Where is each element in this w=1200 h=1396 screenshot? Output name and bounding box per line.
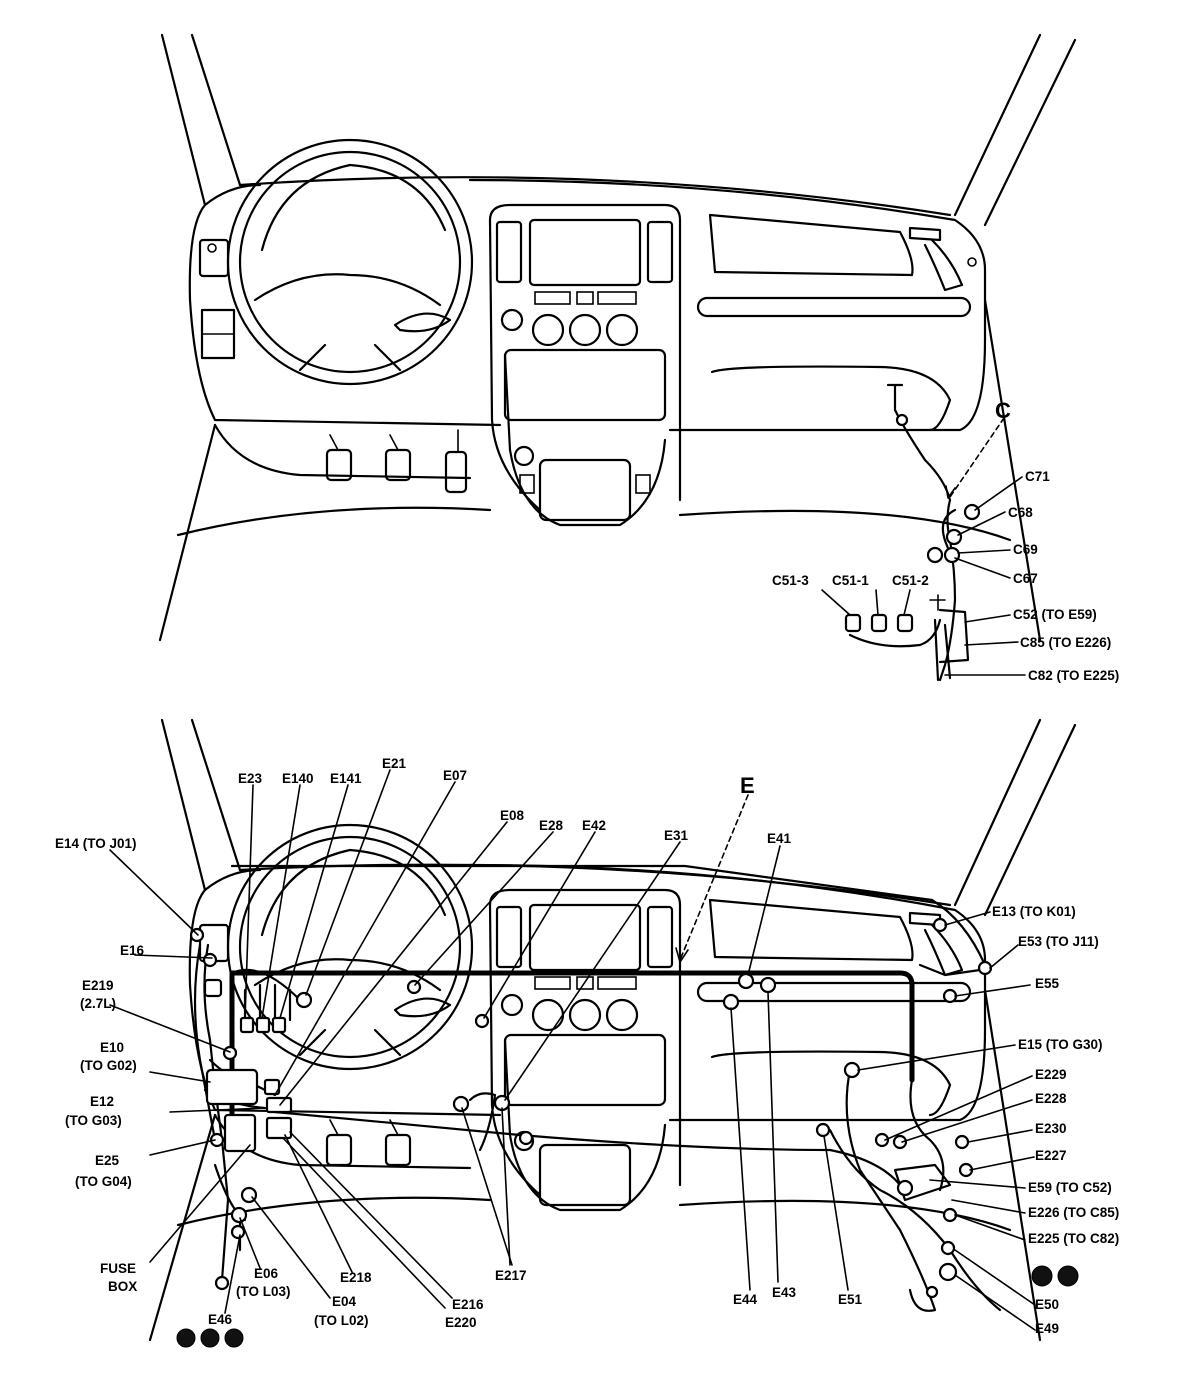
label-e10-a: E10 <box>100 1040 124 1055</box>
label-c51-2: C51-2 <box>892 573 929 588</box>
label-e227: E227 <box>1035 1148 1067 1163</box>
label-e228: E228 <box>1035 1091 1067 1106</box>
label-c82: C82 (TO E225) <box>1028 668 1119 683</box>
label-e140: E140 <box>282 771 314 786</box>
label-e12-a: E12 <box>90 1094 114 1109</box>
label-e14: E14 (TO J01) <box>55 836 137 851</box>
label-e41: E41 <box>767 831 792 846</box>
label-e23: E23 <box>238 771 263 786</box>
label-e06-b: (TO L03) <box>236 1284 291 1299</box>
dashboard-outline-top <box>158 33 1077 642</box>
label-e21: E21 <box>382 756 407 771</box>
label-e55: E55 <box>1035 976 1060 991</box>
label-c69: C69 <box>1013 542 1038 557</box>
label-e230: E230 <box>1035 1121 1067 1136</box>
label-c71: C71 <box>1025 469 1050 484</box>
label-e13: E13 (TO K01) <box>992 904 1076 919</box>
label-e50: E50 <box>1035 1297 1059 1312</box>
label-e217: E217 <box>495 1268 527 1283</box>
label-c51-1: C51-1 <box>832 573 869 588</box>
harness-c <box>848 383 970 682</box>
harness-e <box>193 864 1002 1312</box>
marker-e: E <box>740 773 755 798</box>
label-e15: E15 (TO G30) <box>1018 1037 1103 1052</box>
label-e219-b: (2.7L) <box>80 996 116 1011</box>
label-e42: E42 <box>582 818 606 833</box>
leaders-c <box>821 417 1026 676</box>
label-e43: E43 <box>772 1285 797 1300</box>
label-e07: E07 <box>443 768 467 783</box>
label-e218: E218 <box>340 1270 372 1285</box>
leaders-e <box>109 769 1036 1331</box>
label-c68: C68 <box>1008 505 1033 520</box>
connectors-c <box>844 503 981 633</box>
label-e226: E226 (TO C85) <box>1028 1205 1119 1220</box>
label-fuse-a: FUSE <box>100 1261 136 1276</box>
label-e51: E51 <box>838 1292 863 1307</box>
label-e04-b: (TO L02) <box>314 1313 369 1328</box>
label-e31: E31 <box>664 828 689 843</box>
label-e44: E44 <box>733 1292 758 1307</box>
label-e16: E16 <box>120 943 145 958</box>
label-e08: E08 <box>500 808 525 823</box>
label-e12-b: (TO G03) <box>65 1113 122 1128</box>
dashboard-outline-bottom <box>148 718 1077 1342</box>
marker-c: C <box>995 398 1011 423</box>
label-e225: E225 (TO C82) <box>1028 1231 1119 1246</box>
label-e220: E220 <box>445 1315 477 1330</box>
label-fuse-b: BOX <box>108 1279 137 1294</box>
label-e229: E229 <box>1035 1067 1067 1082</box>
label-e06-a: E06 <box>254 1266 279 1281</box>
label-e46: E46 <box>208 1312 233 1327</box>
label-e28: E28 <box>539 818 564 833</box>
label-c51-3: C51-3 <box>772 573 809 588</box>
label-e219-a: E219 <box>82 978 114 993</box>
label-e04-a: E04 <box>332 1294 357 1309</box>
label-e216: E216 <box>452 1297 484 1312</box>
label-e25-b: (TO G04) <box>75 1174 132 1189</box>
label-c85: C85 (TO E226) <box>1020 635 1111 650</box>
label-c67: C67 <box>1013 571 1038 586</box>
label-e53: E53 (TO J11) <box>1018 934 1099 949</box>
label-e141: E141 <box>330 771 362 786</box>
label-e59: E59 (TO C52) <box>1028 1180 1112 1195</box>
label-e10-b: (TO G02) <box>80 1058 137 1073</box>
label-e49: E49 <box>1035 1321 1059 1336</box>
connectors-e <box>176 917 1079 1348</box>
label-e25-a: E25 <box>95 1153 120 1168</box>
label-c52: C52 (TO E59) <box>1013 607 1097 622</box>
